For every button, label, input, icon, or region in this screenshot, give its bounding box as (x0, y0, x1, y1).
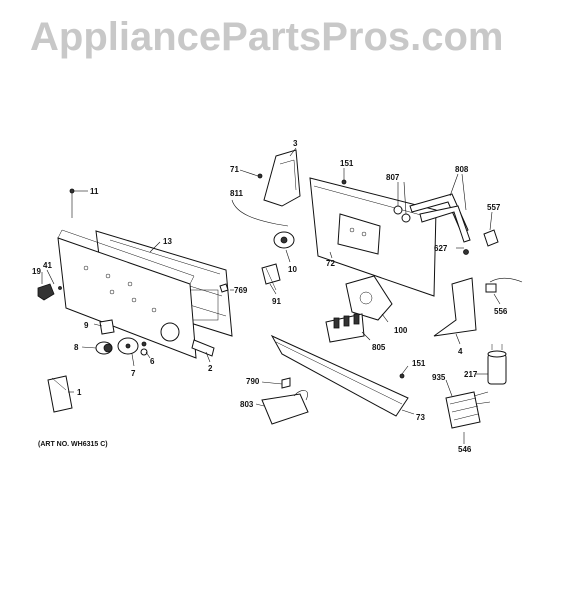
label-217: 217 (464, 370, 478, 379)
label-19: 19 (32, 267, 41, 276)
part-91-switch[interactable] (261, 263, 281, 291)
label-10: 10 (288, 265, 297, 274)
leader-lines (41, 147, 501, 444)
label-9: 9 (84, 321, 89, 330)
label-73: 73 (416, 413, 425, 422)
part-console-front-panel[interactable] (57, 229, 197, 359)
label-71: 71 (230, 165, 239, 174)
label-805: 805 (372, 343, 386, 352)
part-71-screw[interactable] (257, 173, 263, 179)
label-769: 769 (234, 286, 248, 295)
part-73-top-cover[interactable] (270, 334, 409, 417)
label-557: 557 (487, 203, 501, 212)
label-7: 7 (131, 369, 136, 378)
part-19-knob[interactable] (37, 283, 62, 301)
part-627-clamp[interactable] (463, 249, 469, 255)
label-627: 627 (434, 244, 448, 253)
label-4: 4 (458, 347, 463, 356)
label-807: 807 (386, 173, 400, 182)
part-7-dial[interactable] (117, 337, 139, 355)
label-2: 2 (208, 364, 213, 373)
label-6: 6 (150, 357, 155, 366)
part-8-knob[interactable] (95, 341, 113, 355)
label-41: 41 (43, 261, 52, 270)
label-8: 8 (74, 343, 79, 352)
part-808-inlet-hoses[interactable] (409, 193, 471, 243)
part-805-water-valve[interactable] (325, 313, 365, 343)
part-557-plug[interactable] (483, 229, 499, 247)
label-151-lower: 151 (412, 359, 426, 368)
part-6-spring[interactable] (140, 341, 148, 356)
part-151-screw-lower[interactable] (399, 373, 405, 379)
part-217-capacitor[interactable] (487, 344, 507, 385)
label-556: 556 (494, 307, 508, 316)
label-100: 100 (394, 326, 408, 335)
label-546: 546 (458, 445, 472, 454)
label-811: 811 (230, 189, 243, 198)
part-9-switch[interactable] (99, 319, 115, 335)
part-100-timer[interactable] (345, 275, 393, 321)
watermark-text: AppliancePartsPros.com (30, 15, 504, 59)
part-803-bracket[interactable] (261, 390, 309, 425)
label-803: 803 (240, 400, 254, 409)
label-151-top: 151 (340, 159, 354, 168)
part-2-bracket[interactable] (191, 339, 215, 357)
part-811-hose[interactable] (231, 199, 289, 227)
part-72-back-panel[interactable] (309, 177, 437, 297)
label-11: 11 (90, 187, 99, 196)
part-11-screw[interactable] (69, 188, 75, 218)
label-935: 935 (432, 373, 446, 382)
part-546-motor-harness[interactable] (445, 391, 491, 429)
label-3: 3 (293, 139, 298, 148)
part-556-wire-harness[interactable] (485, 277, 523, 293)
part-790-clip[interactable] (281, 377, 291, 389)
part-807-washer[interactable] (393, 205, 411, 223)
label-790: 790 (246, 377, 260, 386)
part-769-clip[interactable] (219, 283, 229, 293)
label-72: 72 (326, 259, 335, 268)
label-1: 1 (77, 388, 82, 397)
part-151-screw-top[interactable] (341, 179, 347, 185)
label-808: 808 (455, 165, 469, 174)
part-4-leg[interactable] (433, 277, 477, 337)
art-number: (ART NO. WH6315 C) (38, 441, 108, 448)
part-10-pressure-switch[interactable] (273, 231, 295, 249)
part-3-bracket[interactable] (263, 149, 301, 207)
label-91: 91 (272, 297, 281, 306)
label-13: 13 (163, 237, 172, 246)
part-1-literature[interactable] (47, 375, 73, 413)
